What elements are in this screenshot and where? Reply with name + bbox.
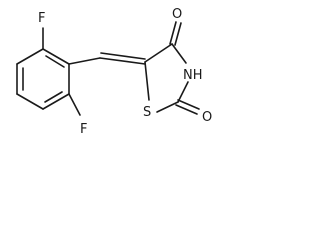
ring-bond-1 bbox=[42, 48, 70, 65]
atom-label-oxygen-top: O bbox=[172, 7, 182, 22]
canvas-background bbox=[0, 0, 224, 162]
atom-label-fluorine-bottom: F bbox=[80, 122, 87, 137]
bond-c2-s bbox=[156, 101, 179, 113]
atom-label-fluorine-top: F bbox=[38, 11, 45, 26]
double-bond-methine-c5-a bbox=[99, 57, 146, 65]
carbonyl-right-bond-b bbox=[175, 104, 198, 115]
thiazolidinedione-ring bbox=[144, 43, 189, 113]
ring-bond-6 bbox=[16, 48, 44, 65]
atom-label-oxygen-right: O bbox=[202, 110, 212, 125]
bond-ring-to-methine bbox=[68, 57, 101, 65]
bond-c5-c4 bbox=[144, 43, 173, 63]
ring-bond-4 bbox=[16, 93, 44, 110]
carbonyl-top-bond-a bbox=[169, 21, 177, 45]
ring-bond-3 bbox=[42, 93, 70, 110]
ring-double-bond-inner-2 bbox=[44, 91, 63, 103]
carbonyl-top-bond-b bbox=[174, 22, 182, 46]
atom-label-sulfur: S bbox=[143, 105, 151, 120]
double-bond-methine-c5-b bbox=[100, 52, 146, 60]
bond-n-c2 bbox=[177, 81, 189, 103]
atom-label-nitrogen-h: NH bbox=[183, 68, 203, 83]
bond-c-f-bottom bbox=[68, 93, 81, 116]
carbonyl-right-bond-a bbox=[177, 99, 200, 110]
chemical-structure: F F O NH S O bbox=[0, 0, 224, 162]
bond-c4-n bbox=[171, 43, 187, 64]
ring-double-bond-inner-1 bbox=[45, 55, 65, 68]
benzene-ring bbox=[16, 48, 70, 110]
bond-s-c5 bbox=[144, 61, 150, 101]
